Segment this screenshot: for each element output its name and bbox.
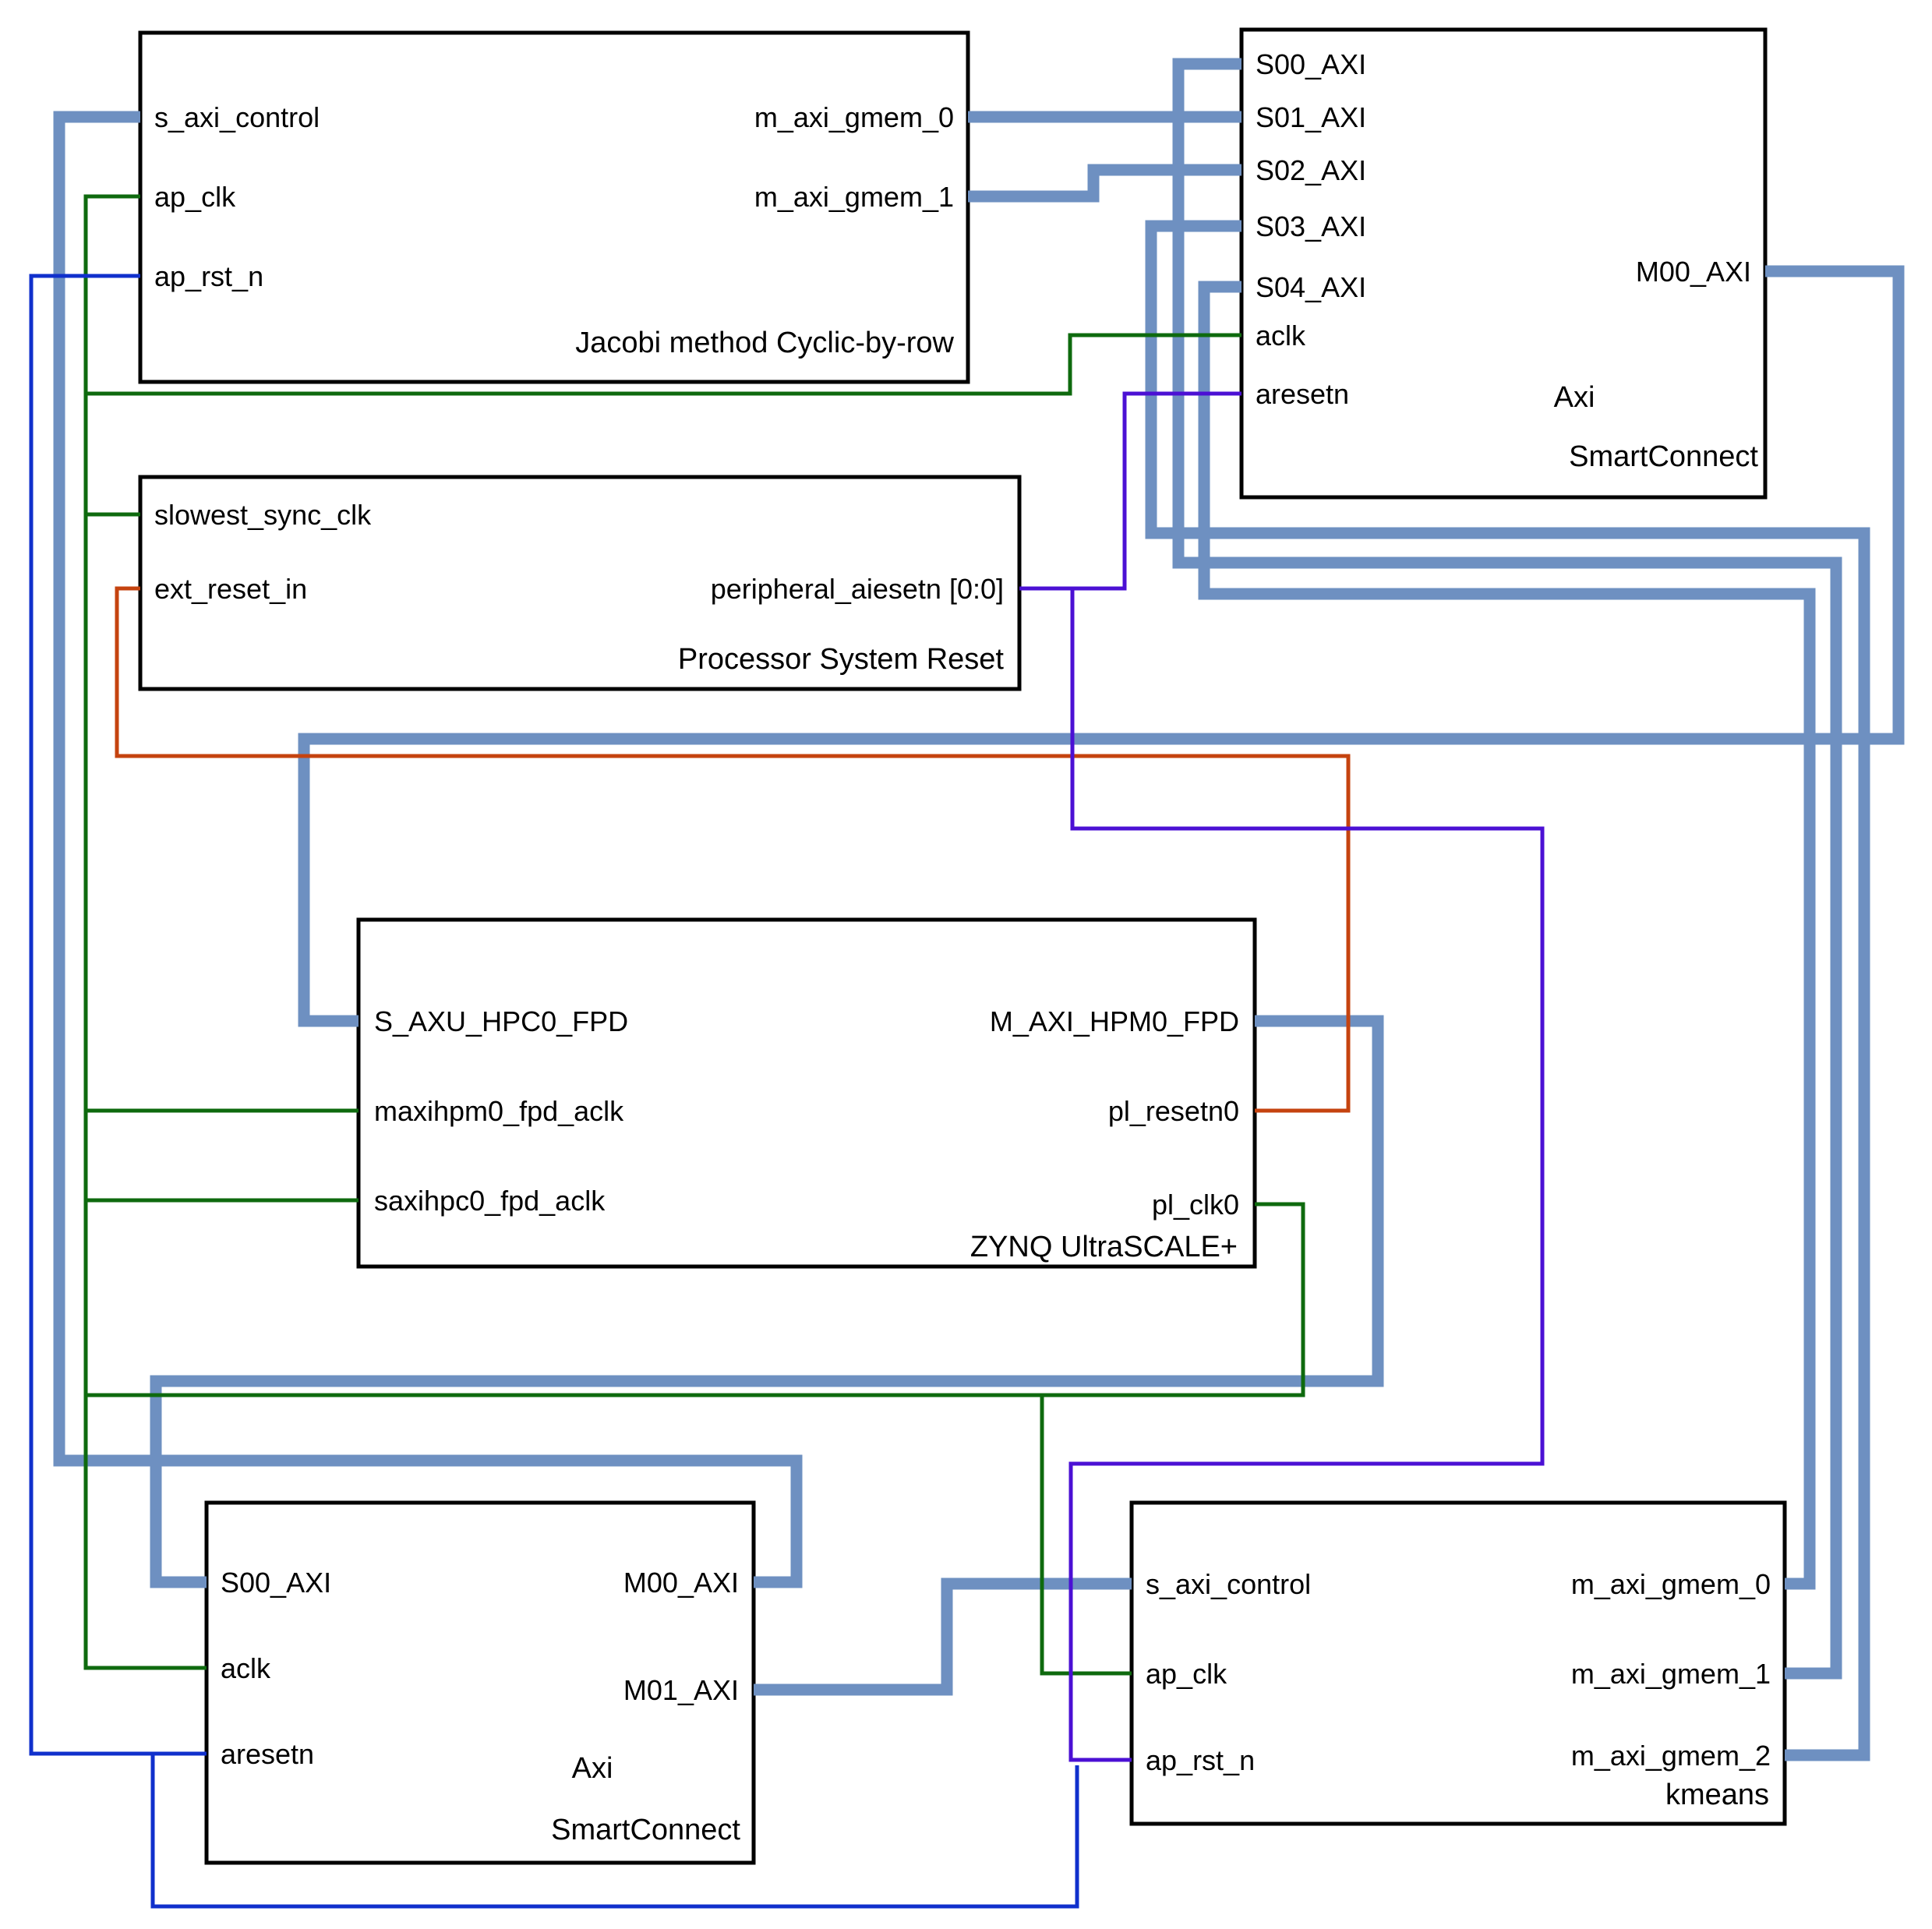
port-label-zynq-pl-resetn0[interactable]: pl_resetn0: [1108, 1095, 1239, 1127]
port-label-zynq-saxihpc0-fpd-aclk[interactable]: saxihpc0_fpd_aclk: [374, 1185, 606, 1217]
block-kmeans-outline[interactable]: [1129, 1500, 1787, 1826]
port-label-kmeans-m-axi-gmem-0[interactable]: m_axi_gmem_0: [1571, 1568, 1771, 1600]
port-label-jacobi-ap-rst-n[interactable]: ap_rst_n: [154, 260, 263, 292]
wire-scbot-m01-to-kmeans-s-axi-control[interactable]: [754, 1577, 1132, 1696]
block-title-jacobi: Jacobi method Cyclic-by-row: [575, 327, 954, 359]
block-title-scbot-line1: Axi: [572, 1752, 613, 1785]
port-label-kmeans-ap-clk[interactable]: ap_clk: [1146, 1658, 1227, 1690]
block-title-sctop-line1: Axi: [1554, 381, 1595, 414]
block-zynq-outline[interactable]: [356, 917, 1257, 1269]
block-proc-sys-reset-outline[interactable]: [138, 475, 1022, 691]
port-label-scbot-aresetn[interactable]: aresetn: [221, 1738, 314, 1770]
wire-clock-branch-kmeans-ap-clk[interactable]: [1040, 1395, 1132, 1676]
port-label-jacobi-s-axi-control[interactable]: s_axi_control: [154, 101, 320, 133]
port-label-sctop-m00-axi[interactable]: M00_AXI: [1636, 256, 1751, 288]
block-axi-smartconnect-bottom-outline[interactable]: [204, 1500, 756, 1865]
port-label-scbot-m00-axi[interactable]: M00_AXI: [623, 1567, 739, 1599]
wire-scbot-m00-to-jacobi-s-axi-control[interactable]: [53, 111, 803, 1588]
port-label-sctop-aclk[interactable]: aclk: [1256, 320, 1306, 352]
port-label-zynq-s-axu-hpc0-fpd[interactable]: S_AXU_HPC0_FPD: [374, 1005, 628, 1037]
wire-sctop-m00-to-zynq-s-axu[interactable]: [298, 265, 1905, 1027]
block-title-kmeans: kmeans: [1665, 1779, 1769, 1811]
port-label-jacobi-m-axi-gmem-1[interactable]: m_axi_gmem_1: [754, 181, 954, 213]
block-axi-smartconnect-top-outline[interactable]: [1239, 27, 1768, 500]
block-jacobi-outline[interactable]: [138, 30, 970, 384]
port-label-psr-peripheral-aresetn[interactable]: peripheral_aiesetn [0:0]: [711, 573, 1004, 605]
block-axi-smartconnect-top[interactable]: S00_AXI S01_AXI S02_AXI S03_AXI S04_AXI …: [1239, 27, 1768, 500]
wire-kmeans-gmem2-to-sctop-s03[interactable]: [1145, 220, 1870, 1761]
block-title-sctop-line2: SmartConnect: [1569, 440, 1758, 473]
wire-reset-jacobi-ap-rst-n-to-scbot-aresetn[interactable]: [29, 274, 207, 1756]
port-label-kmeans-m-axi-gmem-2[interactable]: m_axi_gmem_2: [1571, 1740, 1771, 1772]
wire-clock-branch-scbot-aclk[interactable]: [83, 1395, 207, 1670]
port-label-jacobi-m-axi-gmem-0[interactable]: m_axi_gmem_0: [754, 101, 954, 133]
port-label-kmeans-m-axi-gmem-1[interactable]: m_axi_gmem_1: [1571, 1658, 1771, 1690]
port-label-sctop-s01-axi[interactable]: S01_AXI: [1256, 101, 1366, 133]
port-label-sctop-aresetn[interactable]: aresetn: [1256, 378, 1349, 410]
port-label-scbot-aclk[interactable]: aclk: [221, 1652, 271, 1684]
block-title-scbot-line2: SmartConnect: [551, 1814, 740, 1846]
wire-reset-bottom-rail[interactable]: [150, 1754, 1079, 1909]
port-label-sctop-s03-axi[interactable]: S03_AXI: [1256, 210, 1366, 242]
block-axi-smartconnect-bottom[interactable]: S00_AXI aclk aresetn M00_AXI M01_AXI Axi…: [204, 1500, 756, 1865]
port-label-kmeans-s-axi-control[interactable]: s_axi_control: [1146, 1568, 1311, 1600]
wire-clock-pl-clk0-trunk-to-jacobi-ap-clk[interactable]: [83, 194, 1305, 1397]
port-label-jacobi-ap-clk[interactable]: ap_clk: [154, 181, 236, 213]
block-proc-sys-reset[interactable]: slowest_sync_clk ext_reset_in peripheral…: [138, 475, 1022, 691]
port-label-scbot-m01-axi[interactable]: M01_AXI: [623, 1674, 739, 1706]
block-kmeans[interactable]: s_axi_control ap_clk ap_rst_n m_axi_gmem…: [1129, 1500, 1787, 1826]
port-label-psr-slowest-sync-clk[interactable]: slowest_sync_clk: [154, 499, 372, 531]
port-label-sctop-s04-axi[interactable]: S04_AXI: [1256, 271, 1366, 303]
block-jacobi[interactable]: s_axi_control ap_clk ap_rst_n m_axi_gmem…: [138, 30, 970, 384]
wire-peripheral-aresetn-to-kmeans-ap-rst-n[interactable]: [1068, 588, 1545, 1762]
wire-pl-resetn0-to-ext-reset-in[interactable]: [115, 586, 1351, 1113]
port-label-sctop-s02-axi[interactable]: S02_AXI: [1256, 154, 1366, 186]
port-label-sctop-s00-axi[interactable]: S00_AXI: [1256, 48, 1366, 80]
wire-kmeans-gmem0-to-sctop-s04[interactable]: [1198, 281, 1816, 1590]
port-label-kmeans-ap-rst-n[interactable]: ap_rst_n: [1146, 1744, 1255, 1776]
block-zynq[interactable]: S_AXU_HPC0_FPD maxihpm0_fpd_aclk saxihpc…: [356, 917, 1257, 1269]
block-title-proc-sys-reset: Processor System Reset: [678, 643, 1005, 676]
port-label-zynq-pl-clk0[interactable]: pl_clk0: [1152, 1189, 1239, 1221]
wire-clock-branch-sctop-aclk[interactable]: [86, 333, 1241, 396]
port-label-psr-ext-reset-in[interactable]: ext_reset_in: [154, 573, 307, 605]
wire-kmeans-gmem1-to-sctop-s00[interactable]: [1172, 58, 1842, 1680]
wire-zynq-m-axi-to-scbot-s00[interactable]: [150, 1015, 1384, 1588]
port-label-zynq-maxihpm0-fpd-aclk[interactable]: maxihpm0_fpd_aclk: [374, 1095, 624, 1127]
port-label-zynq-m-axi-hpm0-fpd[interactable]: M_AXI_HPM0_FPD: [990, 1005, 1239, 1037]
port-label-scbot-s00-axi[interactable]: S00_AXI: [221, 1567, 331, 1599]
block-title-zynq: ZYNQ UltraSCALE+: [970, 1231, 1238, 1263]
wire-jacobi-gmem1-to-sctop-s02[interactable]: [968, 164, 1241, 203]
